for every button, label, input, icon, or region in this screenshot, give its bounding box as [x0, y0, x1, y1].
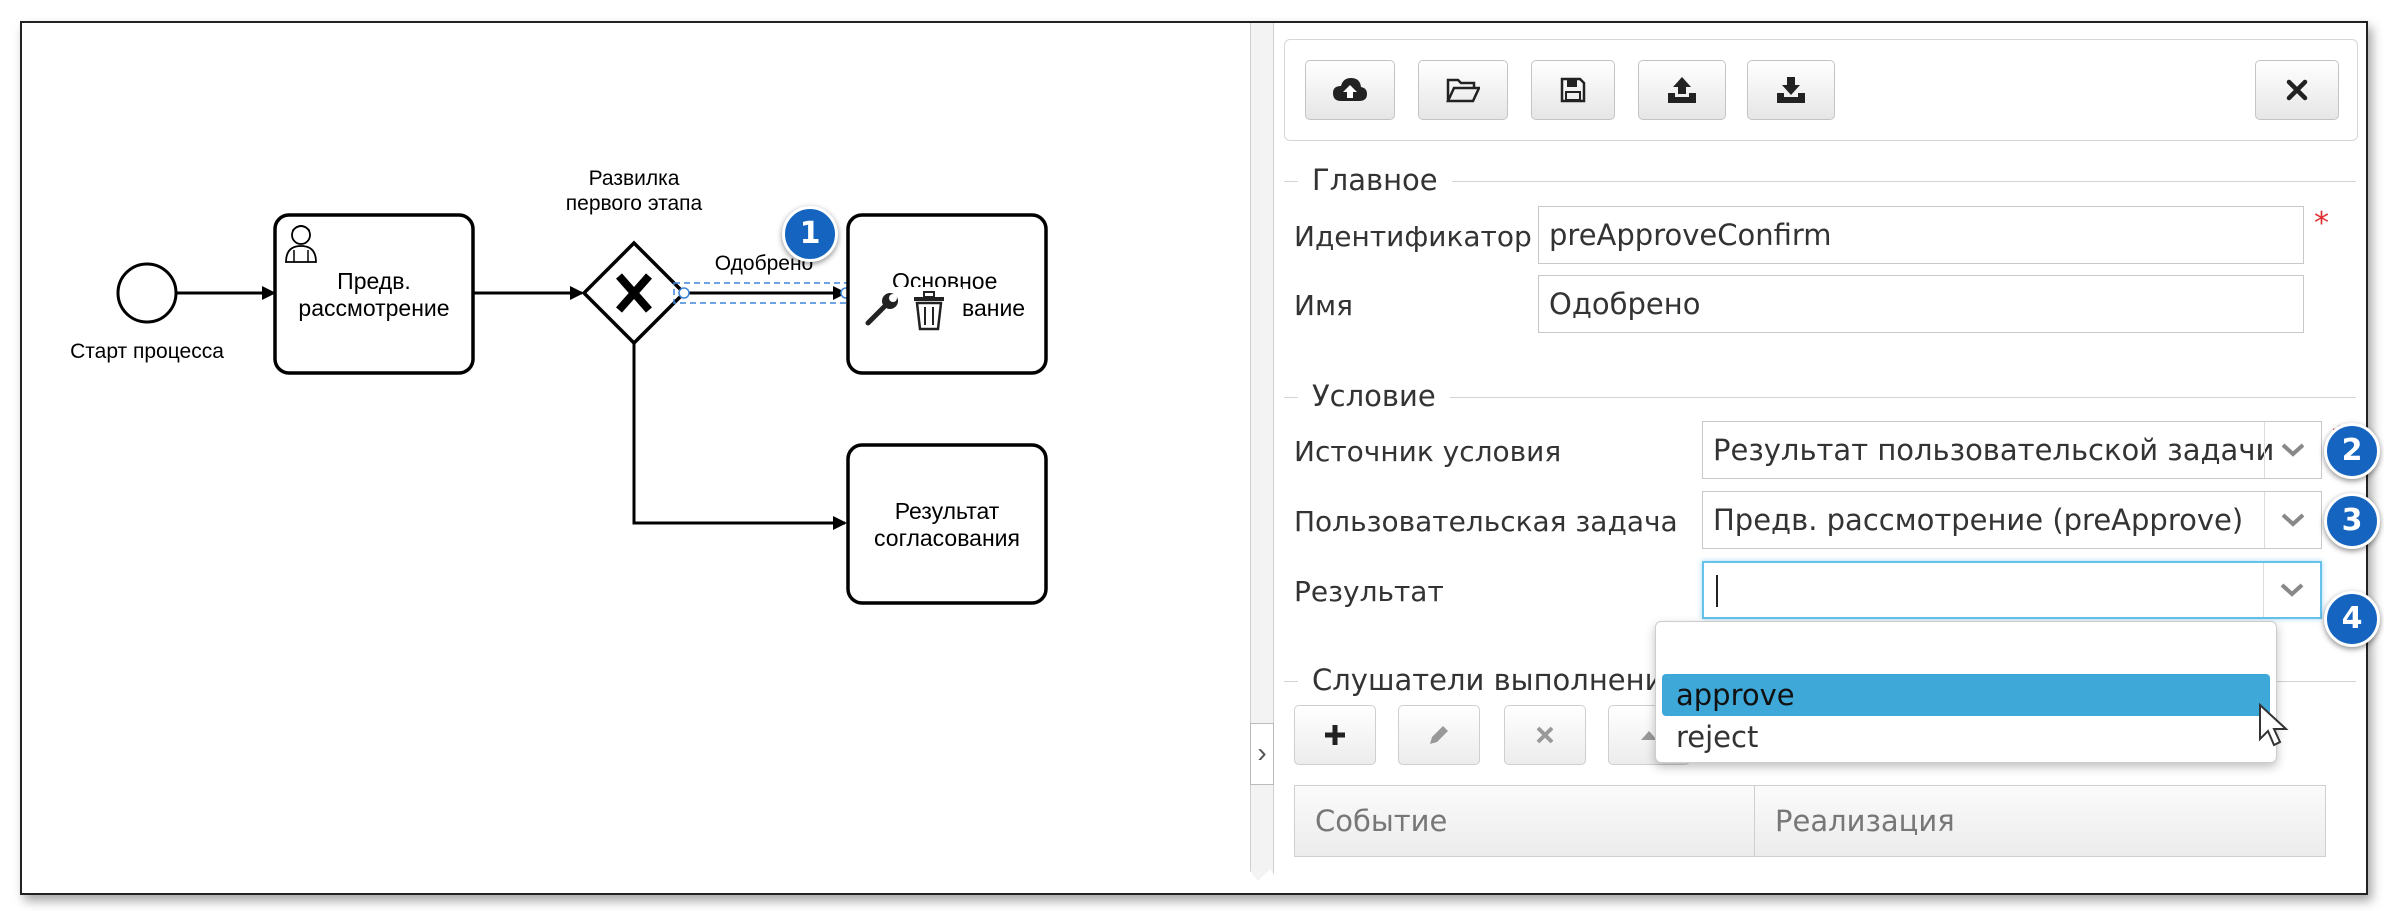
flow-approved-label: Одобрено — [715, 252, 813, 275]
upload-icon — [1668, 77, 1696, 103]
chevron-down-icon[interactable] — [2264, 492, 2321, 548]
chevron-down-icon[interactable] — [2263, 563, 2320, 617]
id-input[interactable]: preApproveConfirm — [1538, 206, 2304, 264]
task-preapprove-label-1: Предв. — [337, 268, 411, 294]
delete-listener-button[interactable] — [1504, 705, 1586, 765]
listeners-table-header: Событие Реализация — [1294, 785, 2326, 857]
trash-icon[interactable] — [914, 291, 944, 331]
gateway-label-2: первого этапа — [566, 192, 703, 215]
edit-listener-button[interactable] — [1398, 705, 1480, 765]
condition-source-select[interactable]: Результат пользовательской задачи — [1702, 421, 2322, 479]
wrench-icon[interactable] — [865, 293, 898, 326]
callout-badge-2: 2 — [2324, 423, 2380, 479]
condition-source-value: Результат пользовательской задачи — [1713, 433, 2275, 467]
section-listeners-title: Слушатели выполнения — [1298, 663, 1695, 697]
task-result-label-2: согласования — [874, 525, 1020, 551]
import-button[interactable] — [1747, 60, 1835, 120]
bpmn-diagram: Старт процесса Предв. рассмотрение Р — [70, 167, 1048, 605]
divider — [1284, 181, 2356, 182]
close-icon — [2286, 79, 2308, 101]
download-icon — [1777, 77, 1805, 103]
gateway-label-1: Развилка — [589, 167, 680, 190]
user-icon — [285, 225, 317, 263]
torn-edge — [22, 866, 2366, 893]
text-caret — [1716, 575, 1718, 607]
collapse-panel-button[interactable]: › — [1250, 723, 1274, 785]
required-marker: * — [2314, 206, 2329, 241]
export-button[interactable] — [1638, 60, 1726, 120]
open-button[interactable] — [1418, 60, 1508, 120]
column-event[interactable]: Событие — [1295, 786, 1755, 856]
close-button[interactable] — [2255, 60, 2339, 120]
result-label: Результат — [1294, 575, 1444, 608]
add-listener-button[interactable] — [1294, 705, 1376, 765]
user-task-select[interactable]: Предв. рассмотрение (preApprove) — [1702, 491, 2322, 549]
task-main[interactable]: Основное вание — [846, 213, 1048, 375]
plus-icon — [1325, 725, 1345, 745]
mouse-pointer-icon — [2259, 703, 2289, 747]
name-label: Имя — [1294, 289, 1353, 322]
callout-badge-3: 3 — [2324, 493, 2380, 549]
pencil-icon — [1430, 726, 1448, 744]
user-task-preapprove[interactable]: Предв. рассмотрение — [273, 213, 475, 375]
screenshot-frame: Старт процесса Предв. рассмотрение Р — [20, 21, 2368, 895]
close-icon — [1536, 726, 1554, 744]
start-event-label: Старт процесса — [70, 340, 224, 363]
save-icon — [1560, 77, 1586, 103]
bpmn-canvas[interactable]: Старт процесса Предв. рассмотрение Р — [22, 23, 1250, 893]
user-task-label: Пользовательская задача — [1294, 505, 1678, 538]
section-condition-title: Условие — [1298, 379, 1450, 413]
dropdown-option-reject[interactable]: reject — [1676, 720, 1759, 754]
chevron-right-icon: › — [1257, 737, 1267, 768]
dropdown-option-approve[interactable]: approve — [1662, 674, 2270, 716]
user-task-value: Предв. рассмотрение (preApprove) — [1713, 503, 2244, 537]
condition-source-label: Источник условия — [1294, 435, 1562, 468]
task-result[interactable]: Результат согласования — [846, 443, 1048, 605]
gateway-x-icon — [616, 273, 652, 313]
callout-badge-4: 4 — [2324, 591, 2380, 647]
flow-handle-start[interactable] — [678, 287, 690, 299]
callout-badge-1: 1 — [782, 206, 838, 262]
cloud-upload-icon — [1333, 78, 1367, 101]
task-main-label-right: вание — [962, 295, 1025, 321]
id-label: Идентификатор — [1294, 220, 1532, 253]
section-main-title: Главное — [1298, 163, 1452, 197]
toolbar — [1284, 39, 2358, 141]
task-preapprove-label-2: рассмотрение — [298, 295, 449, 321]
column-implementation[interactable]: Реализация — [1775, 804, 1955, 838]
chevron-up-icon — [1641, 731, 1657, 740]
chevron-down-icon[interactable] — [2264, 422, 2321, 478]
result-select[interactable] — [1702, 561, 2322, 619]
flow-gateway-to-result[interactable] — [632, 343, 847, 530]
save-button[interactable] — [1531, 60, 1615, 120]
name-input[interactable]: Одобрено — [1538, 275, 2304, 333]
divider — [1284, 397, 2356, 398]
properties-panel: Главное Идентификатор preApproveConfirm … — [1274, 23, 2366, 893]
upload-cloud-button[interactable] — [1305, 60, 1395, 120]
task-result-label-1: Результат — [895, 498, 1000, 524]
result-dropdown: approve reject — [1655, 621, 2277, 763]
folder-open-icon — [1446, 78, 1480, 103]
